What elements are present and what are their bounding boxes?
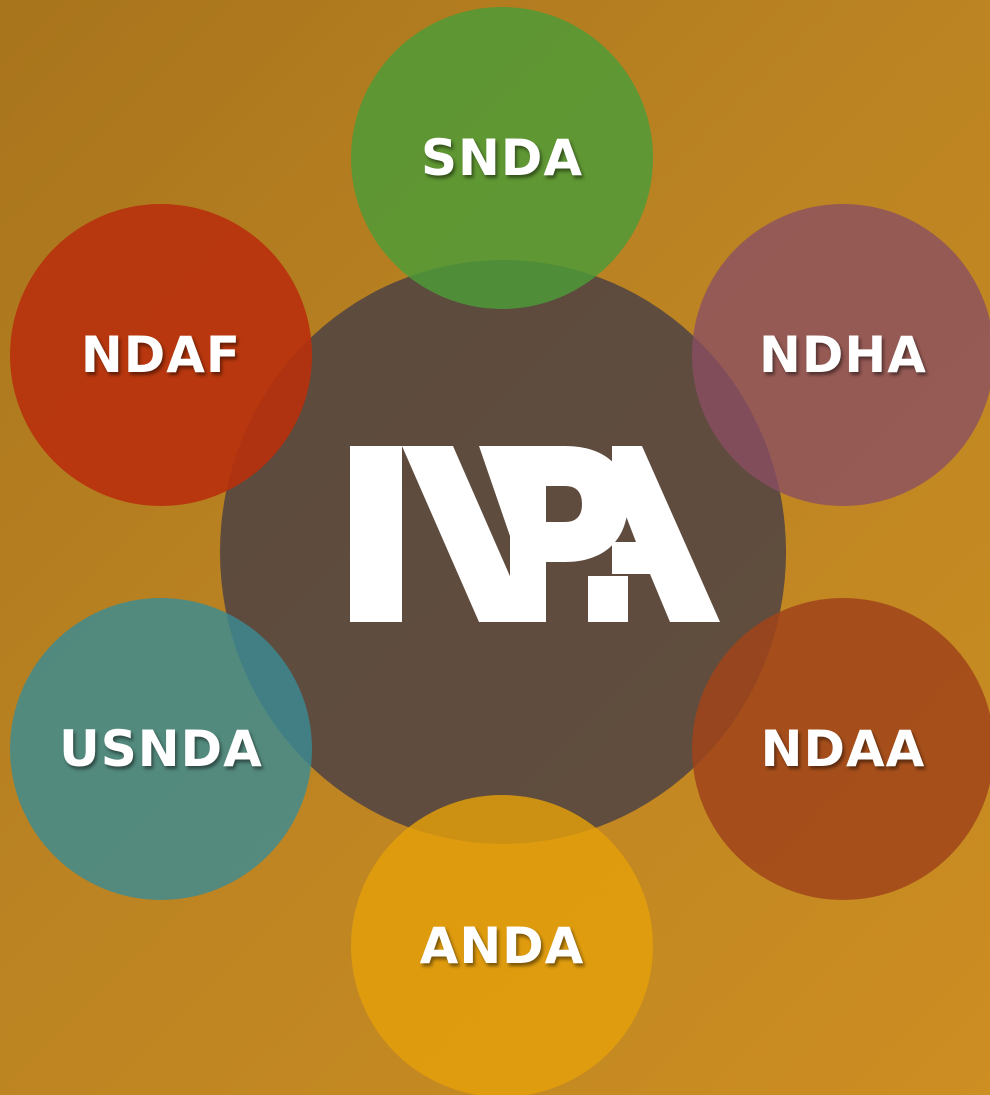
node-label-usnda: USNDA	[59, 720, 263, 778]
node-label-ndha: NDHA	[759, 326, 927, 384]
node-snda: SNDA	[351, 7, 653, 309]
node-usnda: USNDA	[10, 598, 312, 900]
center-circle	[220, 260, 786, 844]
node-label-snda: SNDA	[420, 129, 584, 187]
nda-logo-icon	[350, 446, 720, 622]
node-ndaf: NDAF	[10, 204, 312, 506]
node-ndaa: NDAA	[692, 598, 990, 900]
node-label-ndaf: NDAF	[80, 326, 242, 384]
node-label-ndaa: NDAA	[760, 720, 926, 778]
node-anda: ANDA	[351, 795, 653, 1095]
node-label-anda: ANDA	[419, 917, 585, 975]
node-ndha: NDHA	[692, 204, 990, 506]
